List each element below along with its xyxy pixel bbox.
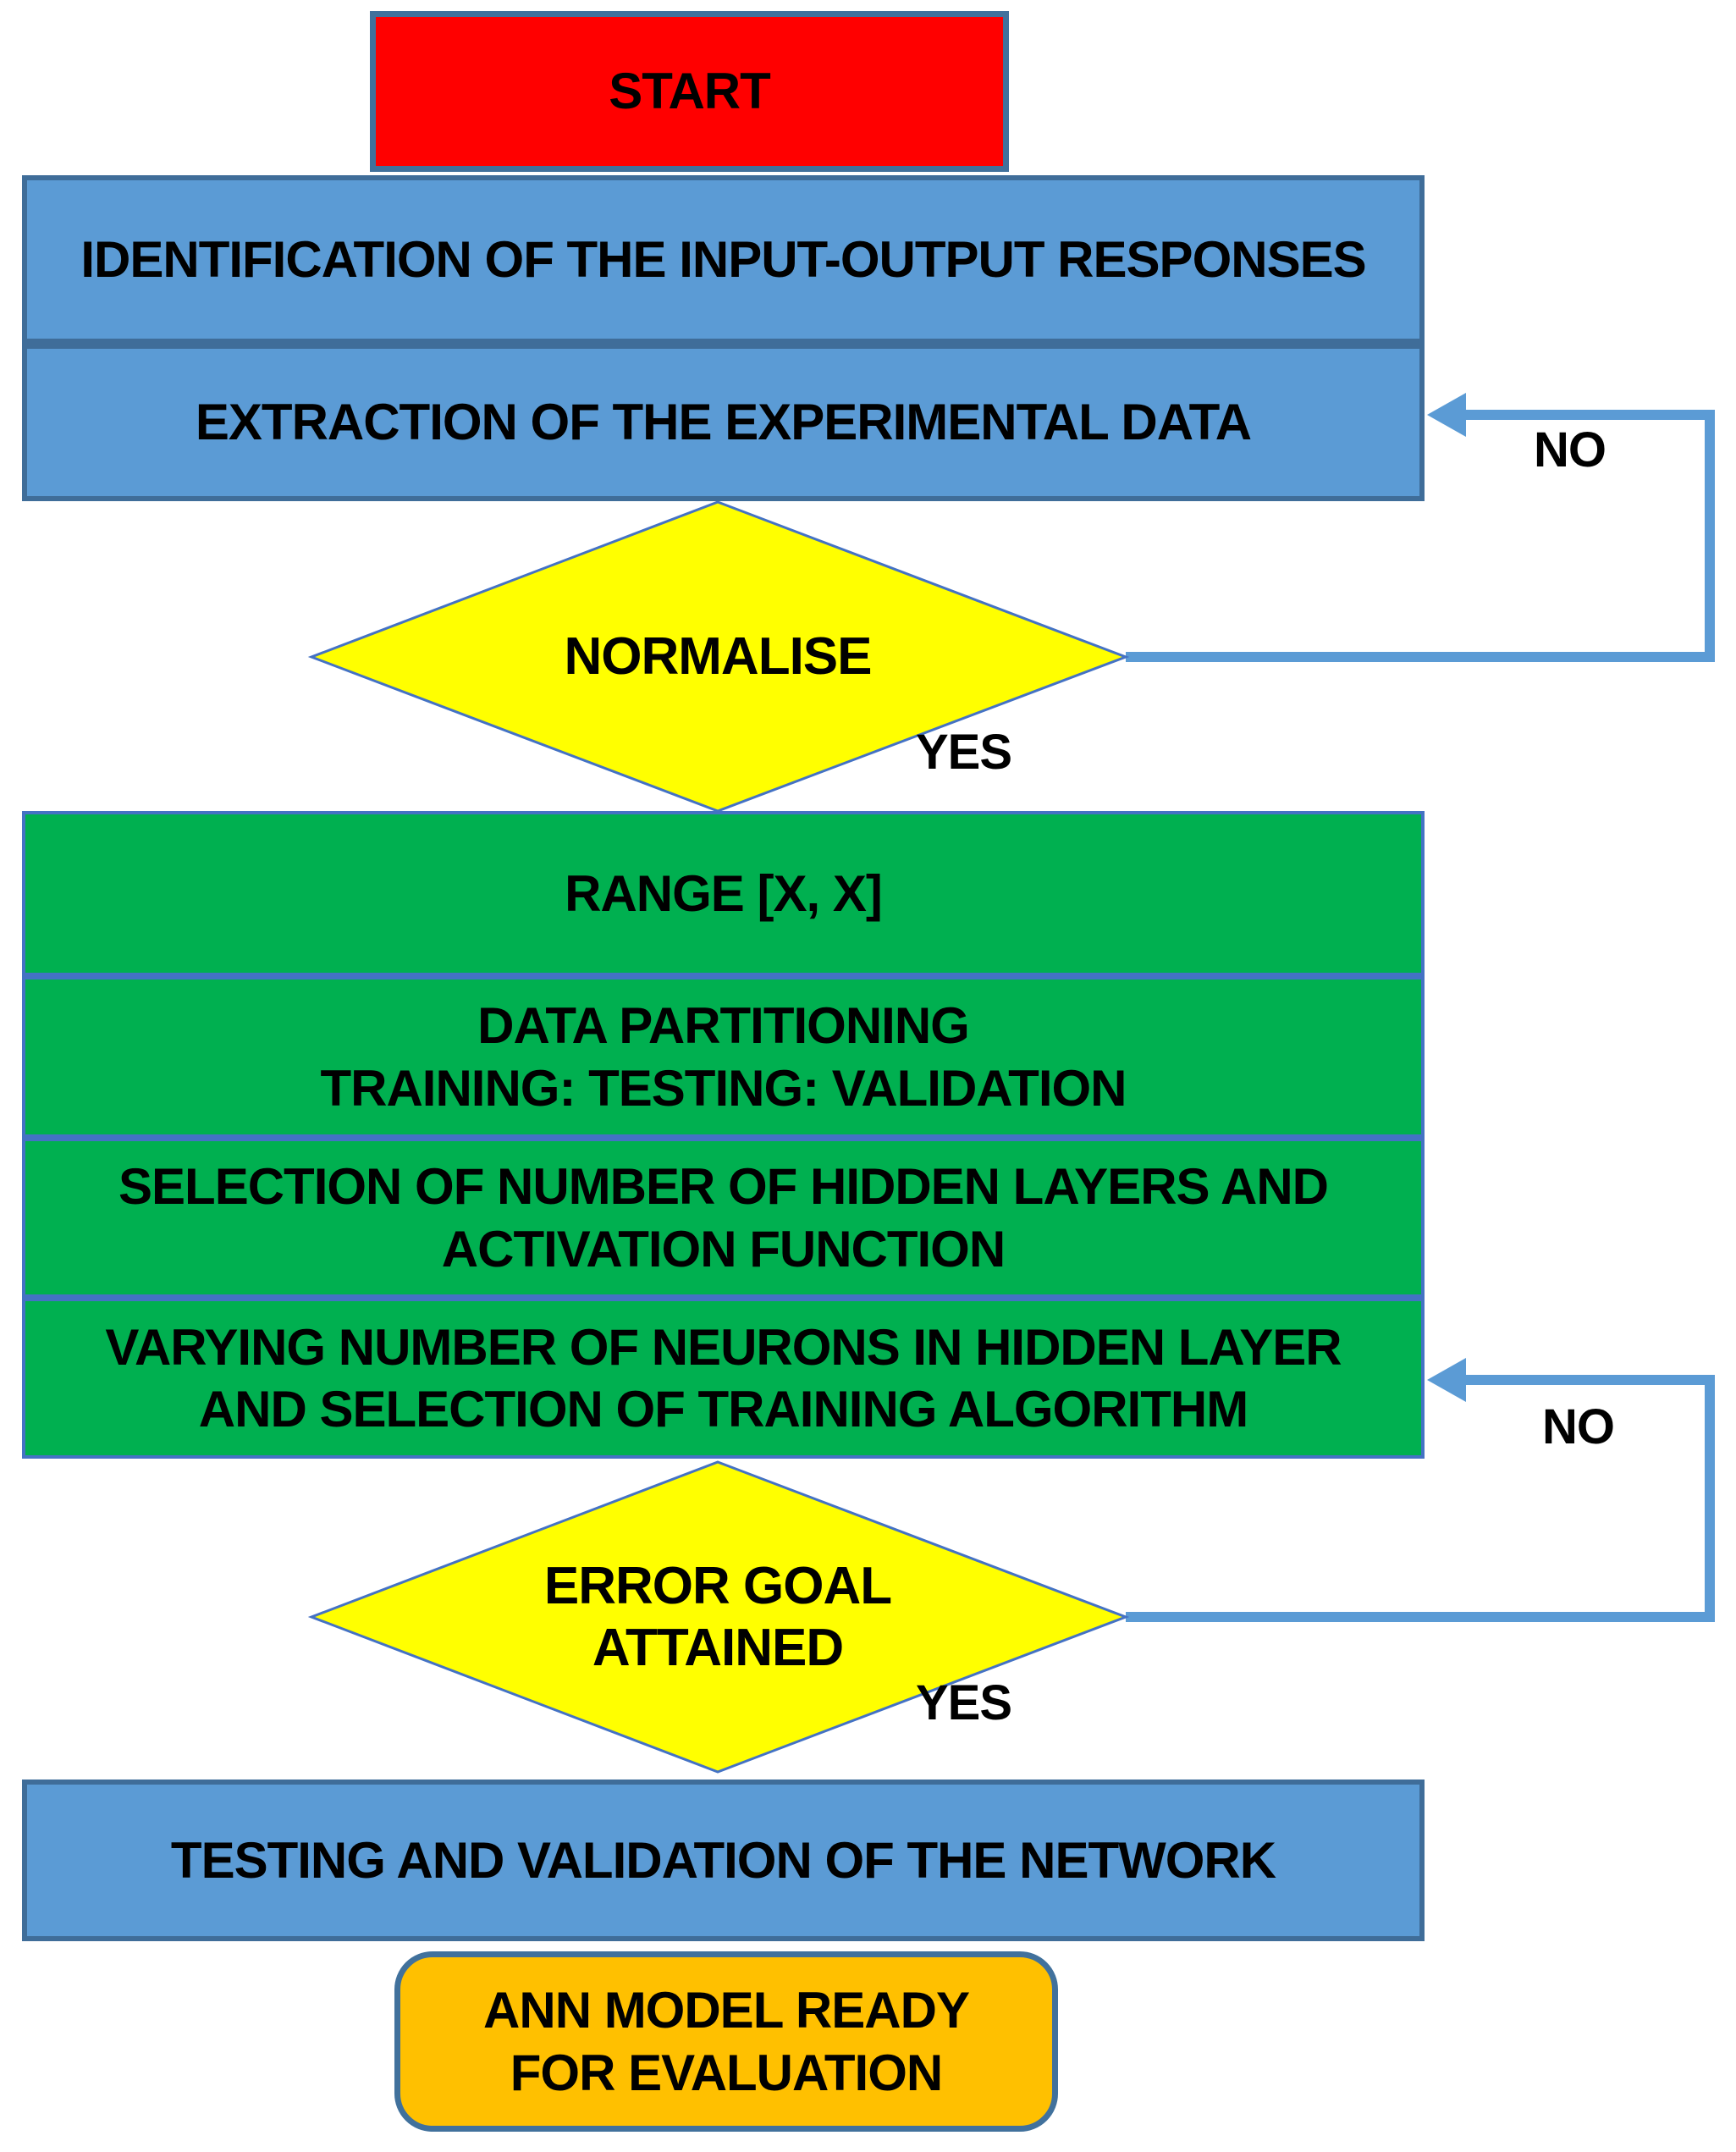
no-loop-2-arrowhead-icon [1427, 1358, 1466, 1402]
normalise-yes-label: YES [916, 725, 1012, 780]
step-varying-box: VARYING NUMBER OF NEURONS IN HIDDEN LAYE… [22, 1298, 1425, 1459]
step-identify-box: IDENTIFICATION OF THE INPUT-OUTPUT RESPO… [22, 175, 1425, 344]
no-loop-2-line [1126, 1375, 1715, 1622]
step-selection-box: SELECTION OF NUMBER OF HIDDEN LAYERS AND… [22, 1138, 1425, 1298]
no-loop-1-arrowhead-icon [1427, 393, 1466, 437]
start-box: START [370, 11, 1009, 172]
normalise-no-label: NO [1534, 422, 1606, 477]
error-goal-no-label: NO [1542, 1399, 1615, 1454]
error-goal-diamond [307, 1460, 1130, 1774]
error-goal-yes-label: YES [916, 1675, 1012, 1730]
step-testing-box: TESTING AND VALIDATION OF THE NETWORK [22, 1780, 1425, 1941]
step-extract-box: EXTRACTION OF THE EXPERIMENTAL DATA [22, 344, 1425, 501]
step-partition-box: DATA PARTITIONING TRAINING: TESTING: VAL… [22, 976, 1425, 1138]
step-range-box: RANGE [X, X] [22, 811, 1425, 976]
no-loop-1-line [1126, 410, 1715, 662]
ann-ready-terminal-box: ANN MODEL READY FOR EVALUATION [394, 1951, 1058, 2132]
